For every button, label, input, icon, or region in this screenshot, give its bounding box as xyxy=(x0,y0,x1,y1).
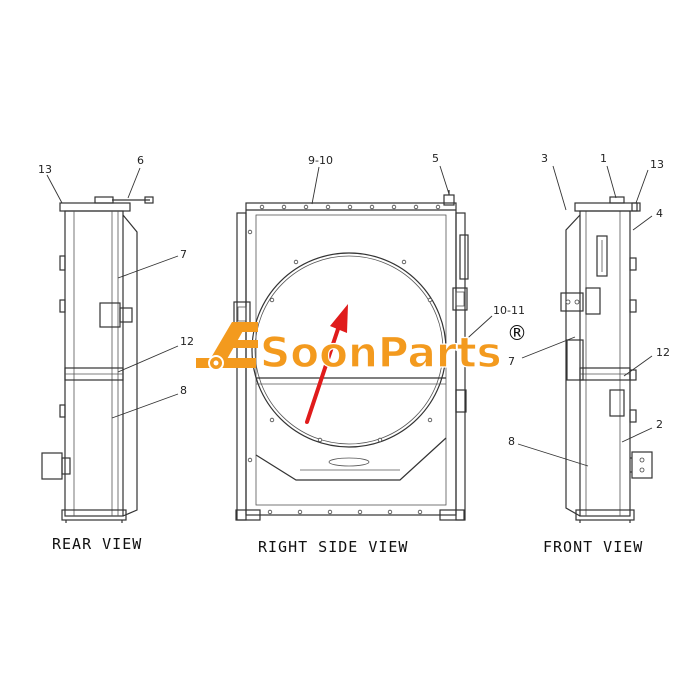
rear-callout-6: 6 xyxy=(137,154,144,167)
front-callout-7: 7 xyxy=(508,355,515,368)
rear-view-leaders xyxy=(46,167,179,419)
rear-callout-12: 12 xyxy=(180,335,194,348)
rear-callout-13: 13 xyxy=(38,163,52,176)
side-callout-9-10: 9-10 xyxy=(308,154,333,167)
soonparts-watermark: SoonParts ® xyxy=(196,321,527,378)
front-callout-3: 3 xyxy=(541,152,548,165)
rear-callout-7: 7 xyxy=(180,248,187,261)
front-view-leaders xyxy=(517,165,653,467)
front-callout-4: 4 xyxy=(656,207,663,220)
front-callout-1: 1 xyxy=(600,152,607,165)
front-callout-12: 12 xyxy=(656,346,670,359)
registered-mark: ® xyxy=(507,321,527,345)
front-view-caption: FRONT VIEW xyxy=(543,538,643,556)
front-callout-2: 2 xyxy=(656,418,663,431)
rear-view-drawing xyxy=(41,196,154,523)
red-arrow-icon xyxy=(305,304,348,424)
rear-callout-8: 8 xyxy=(180,384,187,397)
excavator-logo-icon xyxy=(196,322,258,371)
side-callout-5: 5 xyxy=(432,152,439,165)
front-callout-8: 8 xyxy=(508,435,515,448)
right-side-view-caption: RIGHT SIDE VIEW xyxy=(258,538,408,556)
front-view-drawing xyxy=(560,196,653,523)
side-callout-10-11: 10-11 xyxy=(493,304,525,317)
front-callout-13: 13 xyxy=(650,158,664,171)
side-view-leaders xyxy=(311,165,493,346)
brand-name: SoonParts xyxy=(260,328,502,377)
rear-view-caption: REAR VIEW xyxy=(52,535,142,553)
